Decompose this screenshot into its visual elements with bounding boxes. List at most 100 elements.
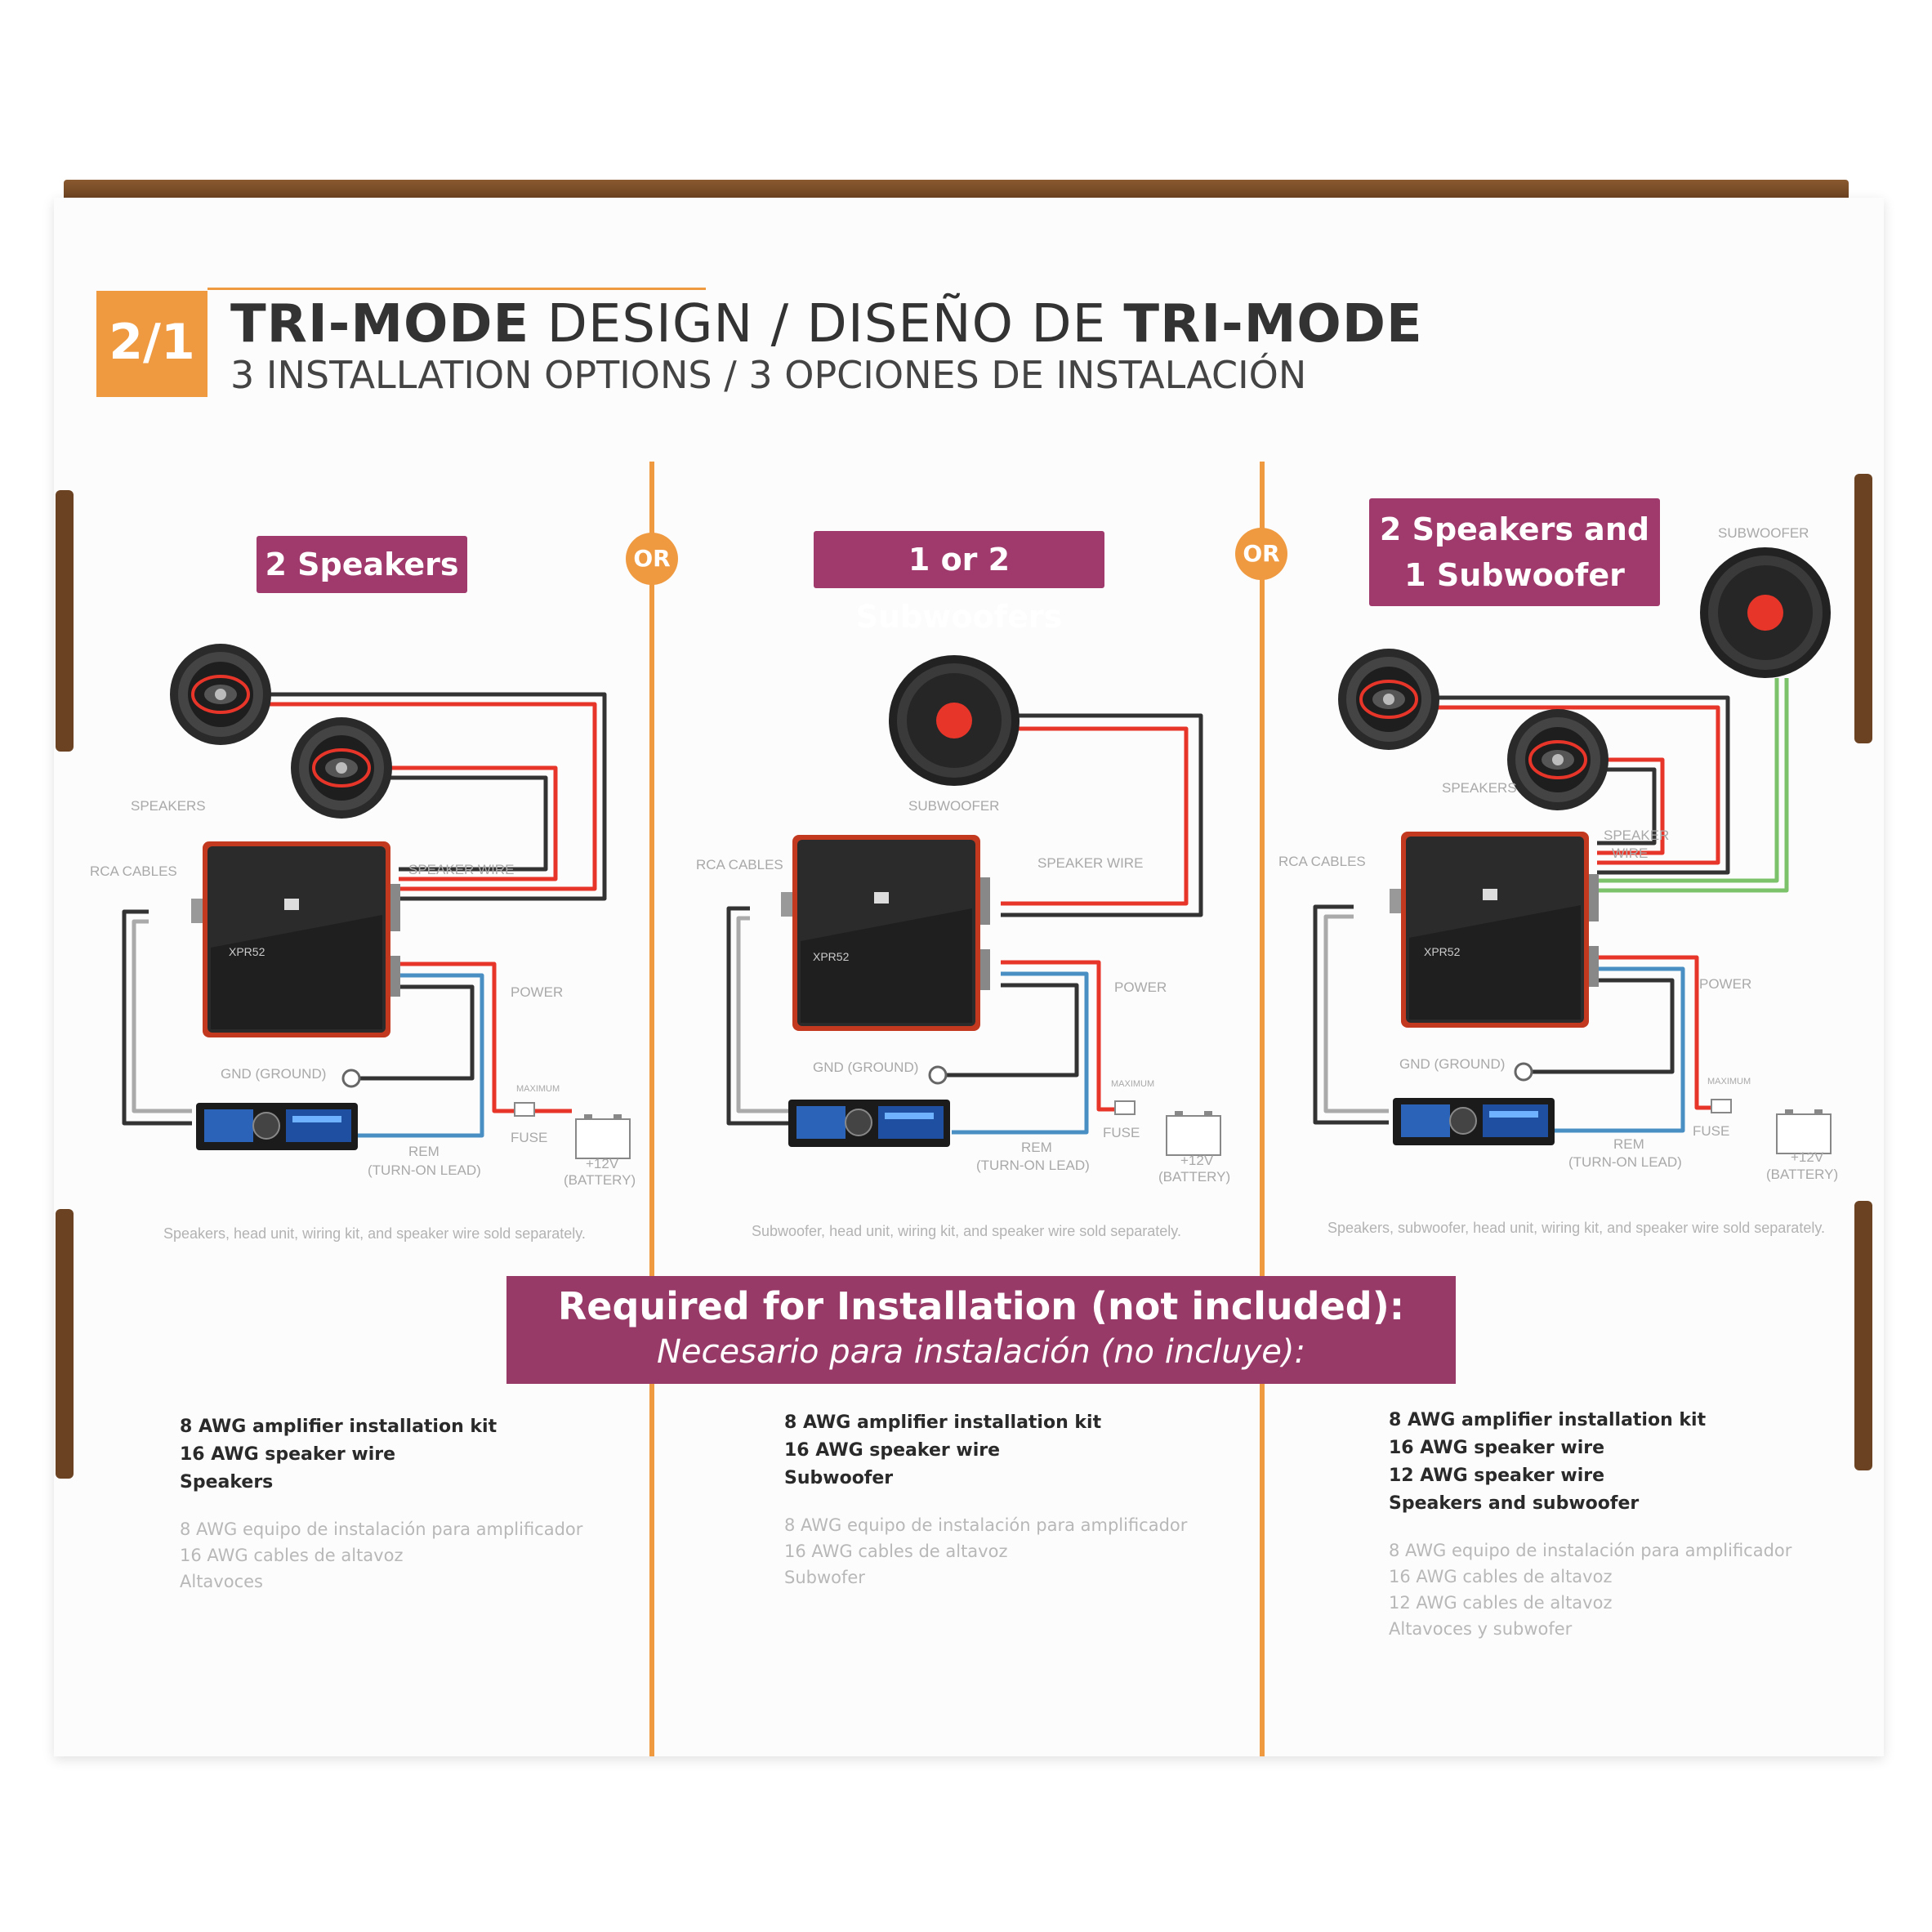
or-badge-2: OR: [1235, 528, 1287, 580]
label-fuse: FUSE: [1103, 1125, 1140, 1140]
list-item: 12 AWG cables de altavoz: [1389, 1593, 1613, 1613]
battery-icon: [575, 1113, 631, 1159]
list-item: 16 AWG cables de altavoz: [784, 1542, 1008, 1561]
list-item: 16 AWG cables de altavoz: [1389, 1567, 1613, 1586]
mode-badge: 2/1: [96, 291, 207, 397]
head-unit-icon: [1392, 1097, 1555, 1146]
required-banner: Required for Installation (not included)…: [506, 1276, 1456, 1384]
mode-label-speakers-and-subwoofer: 2 Speakers and 1 Subwoofer: [1369, 498, 1660, 606]
diagram-speakers-and-subwoofer: SUBWOOFER SPEAKERS RCA CABLES SPEAKER WI…: [1270, 490, 1875, 1225]
label-power: POWER: [1699, 976, 1751, 992]
subwoofer-icon: [1700, 547, 1831, 678]
box-tab-right-upper: [1854, 474, 1872, 743]
box-tab-left-upper: [56, 490, 74, 752]
head-unit-icon: [195, 1102, 359, 1151]
list-item: Altavoces y subwofer: [1389, 1619, 1573, 1639]
list-item: Subwoofer: [784, 1468, 894, 1488]
divider-2: [1260, 462, 1265, 1756]
label-rca-cables: RCA CABLES: [1278, 854, 1366, 869]
ground-icon: [928, 1065, 948, 1085]
list-item: 8 AWG equipo de instalación para amplifi…: [1389, 1541, 1792, 1560]
label-battery: (BATTERY): [1766, 1167, 1838, 1182]
amplifier-icon: [781, 835, 990, 1031]
required-list-mode-2: 8 AWG amplifier installation kit 16 AWG …: [784, 1409, 1187, 1591]
mode-label-text: 2 Speakers: [265, 547, 459, 582]
list-item: Subwofer: [784, 1568, 865, 1587]
label-gnd: GND (GROUND): [1399, 1056, 1505, 1072]
label-speakers: SPEAKERS: [131, 798, 206, 814]
list-item: 8 AWG equipo de instalación para amplifi…: [180, 1519, 583, 1539]
mode-label-line-2: 1 Subwoofer: [1404, 557, 1625, 593]
mode-badge-text: 2/1: [109, 314, 195, 371]
label-power: POWER: [511, 984, 563, 1000]
list-item: 8 AWG amplifier installation kit: [784, 1412, 1102, 1433]
label-max: MAXIMUM: [1707, 1077, 1751, 1086]
label-amp-model: XPR52: [229, 945, 265, 958]
title-bold-1: TRI-MODE: [230, 294, 530, 355]
fuse-icon: [1114, 1100, 1136, 1115]
required-title-es: Necesario para instalación (no incluye):: [656, 1333, 1305, 1371]
box-tab-left-lower: [56, 1209, 74, 1479]
label-12v: +12V: [1791, 1149, 1824, 1165]
label-12v: +12V: [1180, 1153, 1214, 1168]
list-item: Altavoces: [180, 1572, 263, 1591]
label-battery: (BATTERY): [1158, 1169, 1230, 1185]
label-speaker-wire: SPEAKER WIRE: [408, 862, 514, 877]
label-max: MAXIMUM: [1111, 1079, 1154, 1089]
required-list-mode-3: 8 AWG amplifier installation kit 16 AWG …: [1389, 1407, 1791, 1642]
required-title-en: Required for Installation (not included)…: [557, 1284, 1405, 1328]
label-rem: REM: [1021, 1140, 1052, 1155]
label-rem: REM: [408, 1144, 439, 1159]
label-turn-on: (TURN-ON LEAD): [1568, 1154, 1682, 1170]
subwoofer-icon: [889, 655, 1020, 786]
label-speakers: SPEAKERS: [1442, 780, 1517, 796]
note-mode-2: Subwoofer, head unit, wiring kit, and sp…: [752, 1223, 1181, 1239]
mode-label-text: 1 or 2 Subwoofers: [855, 542, 1063, 635]
fuse-icon: [1711, 1099, 1732, 1113]
list-item: 16 AWG cables de altavoz: [180, 1546, 404, 1565]
list-item: 12 AWG speaker wire: [1389, 1466, 1605, 1486]
note-mode-3: Speakers, subwoofer, head unit, wiring k…: [1327, 1220, 1825, 1236]
label-12v: +12V: [586, 1156, 619, 1171]
label-max: MAXIMUM: [516, 1084, 560, 1094]
amplifier-icon: [191, 841, 400, 1037]
required-list-mode-1: 8 AWG amplifier installation kit 16 AWG …: [180, 1413, 582, 1595]
note-mode-1: Speakers, head unit, wiring kit, and spe…: [163, 1225, 586, 1242]
label-turn-on: (TURN-ON LEAD): [976, 1158, 1090, 1173]
page-title: TRI-MODE DESIGN / DISEÑO DE TRI-MODE: [230, 294, 1423, 355]
diagram-2-speakers: SPEAKERS RCA CABLES SPEAKER WIRE POWER G…: [82, 490, 686, 1225]
title-light: DESIGN / DISEÑO DE: [529, 294, 1124, 355]
amplifier-icon: [1390, 832, 1599, 1028]
head-unit-icon: [788, 1099, 951, 1148]
label-turn-on: (TURN-ON LEAD): [368, 1162, 481, 1178]
list-item: 8 AWG amplifier installation kit: [1389, 1410, 1707, 1430]
label-wire: WIRE: [1612, 846, 1648, 861]
label-rem: REM: [1613, 1136, 1644, 1152]
label-battery: (BATTERY): [564, 1172, 636, 1188]
list-item: Speakers and subwoofer: [1389, 1493, 1640, 1514]
speaker-2-icon: [289, 716, 394, 820]
speaker-1-icon: [168, 642, 273, 747]
divider-1: [649, 462, 654, 1756]
header-rule: [207, 288, 706, 290]
label-speaker: SPEAKER: [1604, 828, 1669, 843]
or-badge-1: OR: [626, 533, 678, 585]
fuse-icon: [514, 1102, 535, 1117]
list-item: 16 AWG speaker wire: [784, 1440, 1001, 1461]
list-item: 16 AWG speaker wire: [180, 1444, 396, 1465]
list-item: 16 AWG speaker wire: [1389, 1438, 1605, 1458]
battery-icon: [1166, 1110, 1221, 1156]
box-tab-right-lower: [1854, 1201, 1872, 1470]
list-item: Speakers: [180, 1472, 274, 1493]
title-bold-2: TRI-MODE: [1123, 294, 1423, 355]
mode-label-line-1: 2 Speakers and: [1379, 511, 1650, 547]
diagram-subwoofers: SUBWOOFER RCA CABLES SPEAKER WIRE POWER …: [686, 490, 1291, 1225]
label-amp-model: XPR52: [813, 950, 850, 963]
label-rca-cables: RCA CABLES: [696, 857, 783, 872]
battery-icon: [1776, 1109, 1832, 1154]
label-speaker-wire: SPEAKER WIRE: [1037, 855, 1143, 871]
ground-icon: [1514, 1062, 1533, 1082]
label-power: POWER: [1114, 979, 1167, 995]
mode-label-subwoofers: 1 or 2 Subwoofers: [814, 531, 1104, 635]
mode-label-2-speakers: 2 Speakers: [257, 536, 467, 593]
